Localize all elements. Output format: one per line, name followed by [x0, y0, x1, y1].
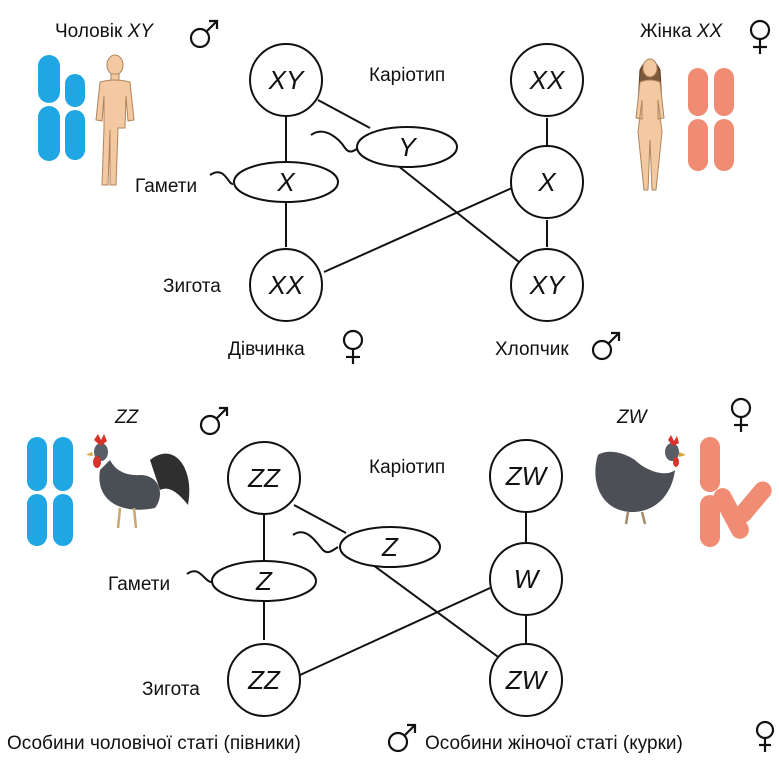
- father-karyotype-node: XY: [249, 43, 323, 117]
- male-title: Чоловік XY: [55, 21, 154, 42]
- svg-text:X: X: [537, 167, 557, 197]
- svg-text:XX: XX: [529, 65, 566, 95]
- male-birds-caption: Особини чоловічої статі (півники): [7, 733, 301, 754]
- female-symbol-icon: [342, 329, 364, 364]
- svg-text:W: W: [514, 564, 541, 594]
- male-symbol-icon: [189, 19, 219, 49]
- gamete-w-node: W: [489, 542, 563, 616]
- svg-text:ZZ: ZZ: [247, 463, 281, 493]
- hen-karyotype-node: ZW: [489, 439, 563, 513]
- zygote-male-bird-node: ZZ: [227, 643, 301, 717]
- gametes-label-birds: Гамети: [108, 574, 170, 595]
- bottom-edges: [263, 504, 527, 676]
- male-chromosomes-xy: [38, 55, 85, 161]
- svg-text:ZW: ZW: [505, 665, 549, 695]
- zygote-label: Зигота: [163, 276, 221, 297]
- rooster-karyotype-node: ZZ: [227, 441, 301, 515]
- svg-text:X: X: [276, 167, 296, 197]
- rooster-icon: [86, 434, 190, 529]
- top-edges: [285, 99, 548, 273]
- svg-text:XY: XY: [268, 65, 305, 95]
- gamete-y-node: Y: [356, 126, 458, 168]
- karyotype-label-birds: Каріотип: [369, 457, 445, 478]
- female-birds-caption: Особини жіночої статі (курки): [425, 733, 683, 754]
- karyotype-label: Каріотип: [369, 65, 445, 86]
- gamete-y-pointer: [310, 130, 361, 153]
- male-symbol-icon: [591, 331, 621, 361]
- male-symbol-icon: [199, 406, 229, 436]
- gamete-x-father-node: X: [233, 161, 339, 203]
- woman-figure-icon: [635, 58, 665, 191]
- svg-text:Y: Y: [398, 132, 417, 162]
- female-symbol-icon: [730, 397, 752, 432]
- mother-karyotype-node: XX: [510, 43, 584, 117]
- boy-label: Хлопчик: [495, 339, 569, 360]
- gametes-pointer: [209, 171, 234, 185]
- zygote-girl-node: XX: [249, 248, 323, 322]
- zygote-boy-node: XY: [510, 248, 584, 322]
- gametes-pointer-birds: [186, 570, 214, 584]
- svg-text:XY: XY: [529, 270, 566, 300]
- female-symbol-icon: [755, 720, 775, 752]
- svg-text:ZW: ZW: [505, 461, 549, 491]
- female-symbol-icon: [749, 19, 771, 54]
- girl-label: Дівчинка: [228, 339, 305, 360]
- gamete-z-first-node: Z: [211, 560, 317, 602]
- man-figure-icon: [95, 54, 135, 186]
- svg-text:XX: XX: [268, 270, 305, 300]
- zygote-label-birds: Зигота: [142, 679, 200, 700]
- hen-chromosomes-zw: [700, 437, 772, 547]
- gamete-z-pointer: [292, 531, 339, 554]
- male-bird-genotype: ZZ: [114, 407, 140, 428]
- zygote-female-bird-node: ZW: [489, 643, 563, 717]
- svg-text:Z: Z: [381, 532, 399, 562]
- svg-text:ZZ: ZZ: [247, 665, 281, 695]
- gamete-x-mother-node: X: [510, 145, 584, 219]
- hen-icon: [595, 435, 686, 525]
- svg-text:Z: Z: [255, 566, 273, 596]
- male-symbol-icon: [387, 723, 417, 753]
- gamete-z-second-node: Z: [339, 526, 441, 568]
- female-chromosomes-xx: [688, 68, 734, 171]
- female-title: Жінка XX: [640, 21, 724, 42]
- female-bird-genotype: ZW: [616, 407, 649, 428]
- gametes-label: Гамети: [135, 176, 197, 197]
- rooster-chromosomes-zz: [27, 437, 73, 546]
